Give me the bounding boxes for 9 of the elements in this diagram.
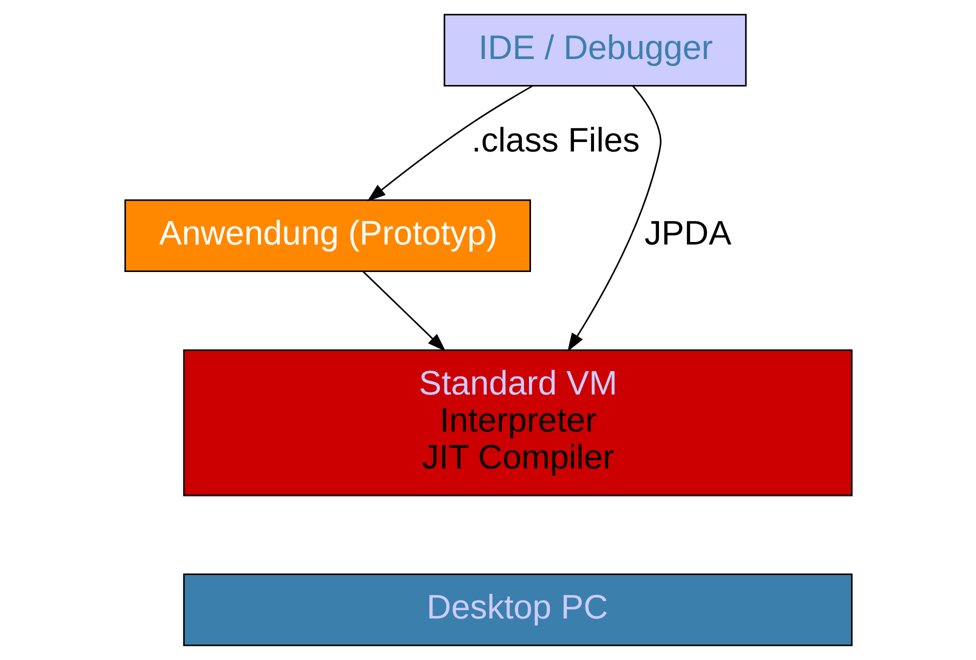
- node-box: Anwendung (Prototyp): [124, 199, 531, 272]
- edge-label: .class Files: [471, 122, 640, 160]
- arrow: [566, 86, 661, 352]
- arrow: [362, 270, 446, 352]
- node-box: Desktop PC: [182, 574, 852, 646]
- node-box: IDE / Debugger: [443, 14, 746, 86]
- node-box: Standard VM Interpreter JIT Compiler: [182, 349, 852, 496]
- edge-label: JPDA: [644, 214, 731, 252]
- arrow: [366, 85, 532, 202]
